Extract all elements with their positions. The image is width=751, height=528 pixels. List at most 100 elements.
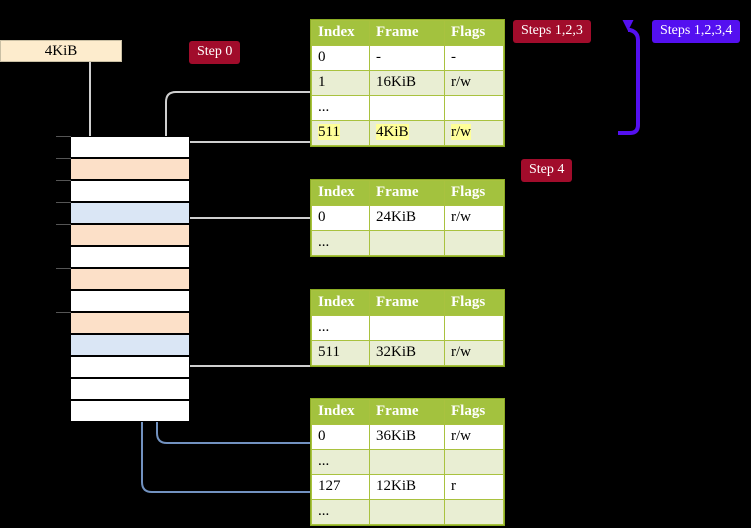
table-cell-index: 0 xyxy=(311,424,370,450)
column-header-flags: Flags xyxy=(444,290,504,316)
memory-tick xyxy=(56,224,71,225)
table-cell-frame xyxy=(369,315,445,341)
memory-row xyxy=(70,378,190,400)
memory-row xyxy=(70,224,190,246)
column-header-frame: Frame xyxy=(369,399,445,425)
column-header-flags: Flags xyxy=(444,20,504,46)
column-header-index: Index xyxy=(311,399,370,425)
table-cell-frame: 32KiB xyxy=(369,340,445,366)
memory-row xyxy=(70,268,190,290)
table-cell-index: ... xyxy=(311,95,370,121)
column-header-frame: Frame xyxy=(369,20,445,46)
column-header-frame: Frame xyxy=(369,180,445,206)
table-cell-frame: 16KiB xyxy=(369,70,445,96)
table-cell-frame xyxy=(369,449,445,475)
table-cell-frame: 4KiB xyxy=(369,120,445,146)
table-cell-flags: - xyxy=(444,45,504,71)
table-cell-frame: 12KiB xyxy=(369,474,445,500)
memory-row xyxy=(70,246,190,268)
table-cell-index: 1 xyxy=(311,70,370,96)
table-cell-flags: r/w xyxy=(444,70,504,96)
bracket-steps1234 xyxy=(618,20,640,135)
table-row[interactable]: 0-- xyxy=(311,45,504,71)
table-cell-frame xyxy=(369,95,445,121)
memory-row xyxy=(70,290,190,312)
table-row[interactable]: ... xyxy=(311,315,504,341)
table-cell-flags: r/w xyxy=(444,424,504,450)
table-cell-index: 0 xyxy=(311,45,370,71)
column-header-index: Index xyxy=(311,290,370,316)
memory-column xyxy=(56,136,190,422)
memory-row xyxy=(70,400,190,422)
column-header-index: Index xyxy=(311,180,370,206)
memory-tick xyxy=(56,268,71,269)
table-cell-frame: 24KiB xyxy=(369,205,445,231)
table-cell-index: ... xyxy=(311,230,370,256)
table-cell-frame xyxy=(369,499,445,525)
memory-tick xyxy=(56,158,71,159)
table-cell-flags: r xyxy=(444,474,504,500)
table-cell-flags: r/w xyxy=(444,205,504,231)
highlighted-value: 4KiB xyxy=(376,124,409,140)
table-cell-index: ... xyxy=(311,449,370,475)
table-row[interactable]: 511 4KiB r/w xyxy=(311,120,504,146)
badge-steps-1234: Steps 1,2,3,4 xyxy=(652,20,741,43)
badge-step-0: Step 0 xyxy=(189,41,241,64)
table-row[interactable]: ... xyxy=(311,499,504,525)
memory-row xyxy=(70,312,190,334)
memory-tick xyxy=(56,202,71,203)
table-row[interactable]: ... xyxy=(311,449,504,475)
column-header-index: Index xyxy=(311,20,370,46)
table-row[interactable]: ... xyxy=(311,230,504,256)
memory-tick xyxy=(56,180,71,181)
wire-pml4-row511 xyxy=(175,141,311,222)
table-cell-index: 511 xyxy=(311,340,370,366)
table-cell-flags xyxy=(444,230,504,256)
table-row[interactable]: ... xyxy=(311,95,504,121)
table-cell-index: 0 xyxy=(311,205,370,231)
table-cell-index: 511 xyxy=(311,120,370,146)
badge-step-4: Step 4 xyxy=(521,159,573,182)
memory-tick xyxy=(56,312,71,313)
badge-steps-123: Steps 1,2,3 xyxy=(513,20,591,43)
frame-size-label: 4KiB xyxy=(44,43,78,59)
wire-pd-row511 xyxy=(175,308,311,367)
table-cell-flags xyxy=(444,315,504,341)
table-cell-flags xyxy=(444,499,504,525)
memory-row xyxy=(70,202,190,224)
column-header-flags: Flags xyxy=(444,399,504,425)
table-cell-index: ... xyxy=(311,499,370,525)
table-cell-index: ... xyxy=(311,315,370,341)
column-header-flags: Flags xyxy=(444,180,504,206)
table-cell-flags: r/w xyxy=(444,120,504,146)
table-cell-frame xyxy=(369,230,445,256)
highlighted-value: 511 xyxy=(318,124,340,140)
memory-tick xyxy=(56,136,71,137)
table-cell-flags xyxy=(444,449,504,475)
column-header-frame: Frame xyxy=(369,290,445,316)
memory-row xyxy=(70,136,190,158)
table-cell-flags: r/w xyxy=(444,340,504,366)
memory-row xyxy=(70,356,190,378)
highlighted-value: r/w xyxy=(451,124,471,140)
table-cell-index: 127 xyxy=(311,474,370,500)
memory-row xyxy=(70,334,190,356)
wire-pdpt-row0 xyxy=(175,217,311,266)
table-cell-frame: 36KiB xyxy=(369,424,445,450)
frame-size-box: 4KiB xyxy=(0,40,122,62)
memory-row xyxy=(70,180,190,202)
